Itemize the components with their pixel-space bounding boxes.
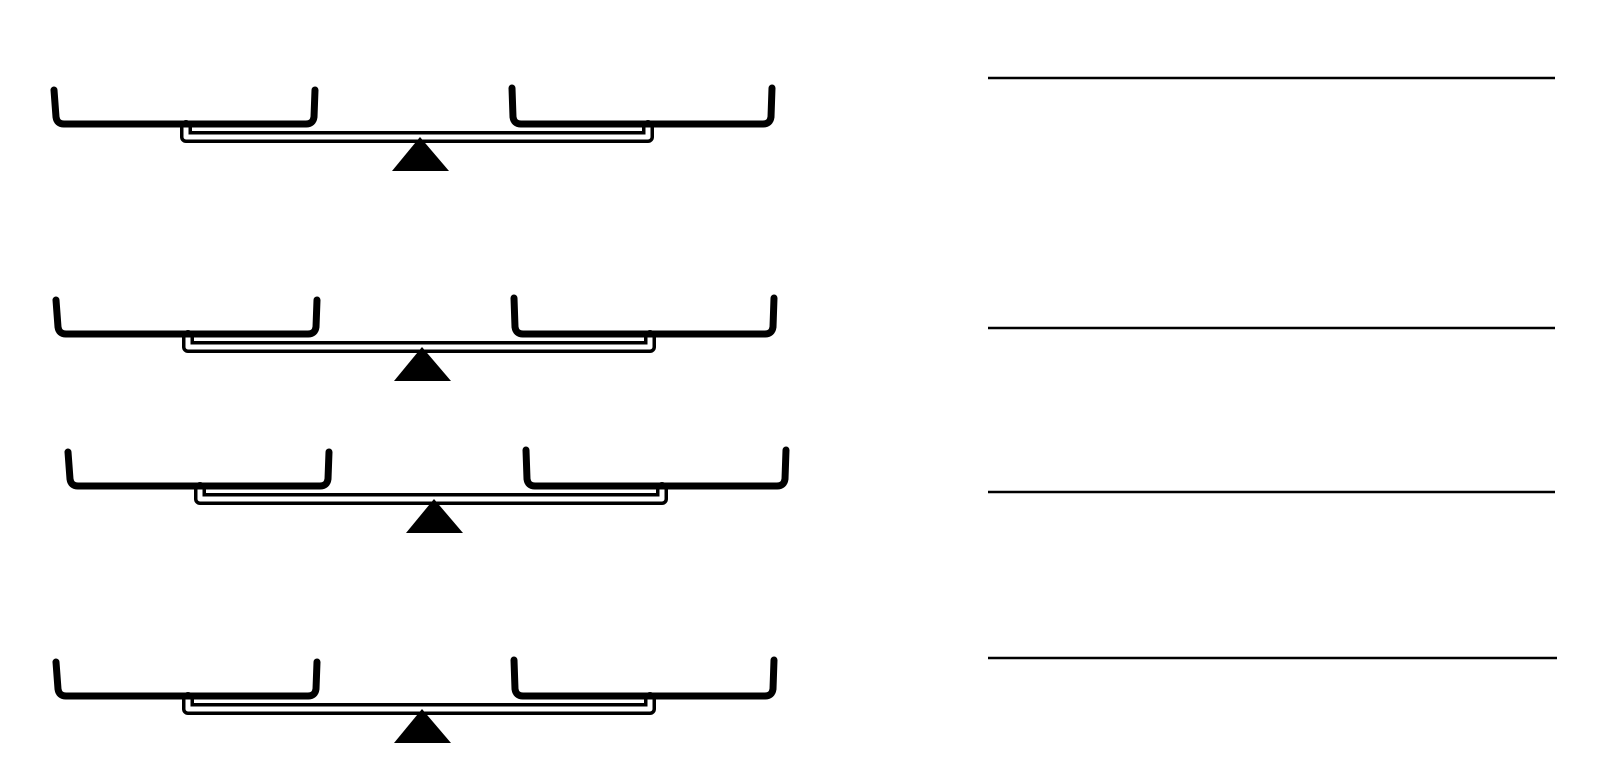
fulcrum-triangle-icon [392,137,449,171]
balance-beam-inner [197,485,665,502]
balance-beam-inner [183,123,651,140]
balance-scale-icon [50,84,776,171]
left-pan [52,658,321,700]
fulcrum-triangle-icon [406,499,463,533]
right-pan [510,294,778,338]
balance-scale-icon [52,656,778,743]
balance-scale-icon [64,446,790,533]
left-pan [52,296,321,338]
left-pan [50,86,319,128]
right-pan [508,84,776,128]
balance-beam-inner [185,333,653,350]
fulcrum-triangle-icon [394,347,451,381]
fulcrum-triangle-icon [394,709,451,743]
right-pan [522,446,790,490]
left-pan [64,448,333,490]
balance-beam-inner [185,695,653,712]
right-pan [510,656,778,700]
balance-scale-icon [52,294,778,381]
